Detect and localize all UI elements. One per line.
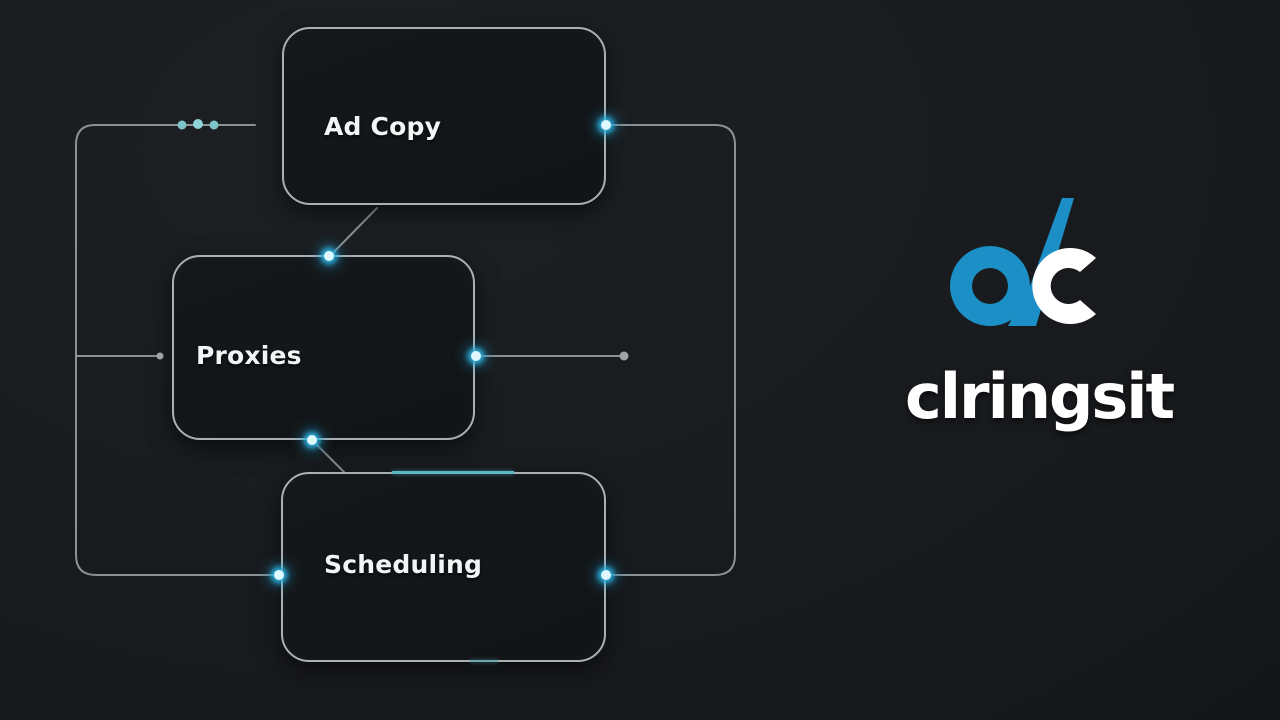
endpoint-right xyxy=(619,351,629,361)
node-ad-copy[interactable]: Ad Copy xyxy=(282,27,606,205)
left-loop-wire xyxy=(75,124,281,576)
proxies-scheduling-wire xyxy=(311,439,346,474)
node-ad-copy-label: Ad Copy xyxy=(324,112,442,141)
port-proxies-right[interactable] xyxy=(471,351,481,361)
indicator-dot-1 xyxy=(177,120,187,130)
scheduling-top-accent-bar xyxy=(392,471,514,474)
node-scheduling-label: Scheduling xyxy=(324,550,483,579)
port-proxies-bottom[interactable] xyxy=(307,435,317,445)
node-scheduling[interactable]: Scheduling xyxy=(281,472,606,662)
port-scheduling-left[interactable] xyxy=(274,570,284,580)
right-loop-wire xyxy=(604,124,736,576)
node-proxies[interactable]: Proxies xyxy=(172,255,475,440)
indicator-dot-2 xyxy=(193,119,203,129)
monogram-dc-icon xyxy=(950,198,1096,326)
node-proxies-label: Proxies xyxy=(196,341,302,370)
brand-logo: clringsit xyxy=(900,190,1190,440)
adcopy-proxies-wire xyxy=(329,207,378,257)
endpoint-left xyxy=(156,352,164,360)
scheduling-bottom-accent-bar xyxy=(470,660,498,662)
indicator-dot-3 xyxy=(209,120,219,130)
brand-name: clringsit xyxy=(905,360,1175,433)
port-adcopy-right[interactable] xyxy=(601,120,611,130)
port-scheduling-right[interactable] xyxy=(601,570,611,580)
port-proxies-top[interactable] xyxy=(324,251,334,261)
